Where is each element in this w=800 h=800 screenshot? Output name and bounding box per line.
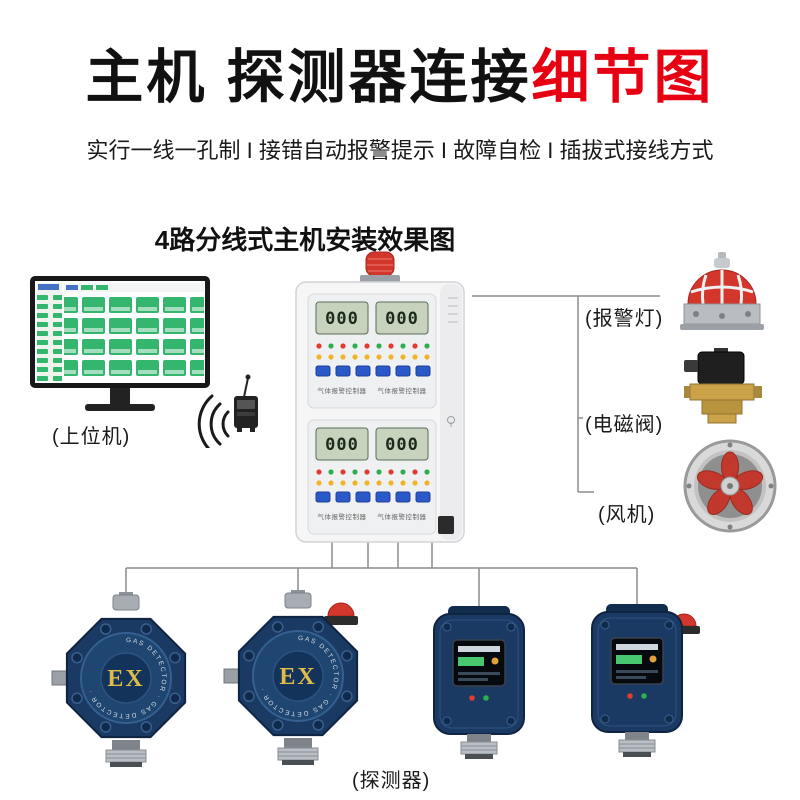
controller-panel-lower: 000 000 气体报警控制器 气体报警控制器 [307, 419, 437, 535]
power-switch [438, 516, 454, 534]
alarm-light-icon [680, 252, 764, 330]
mini-beacon-icon [324, 602, 358, 625]
section-title: 4路分线式主机安装效果图 [154, 225, 456, 255]
controller-panel-upper: 000 000 气体报警控制器 气体报警控制器 [307, 293, 437, 409]
lcd-display [315, 427, 369, 461]
lcd-display-value: 000 [325, 435, 359, 455]
lcd-display [375, 301, 429, 335]
wireless-signal-icon [197, 374, 258, 448]
gas-detector-ex-2: GAS DETECTOR · GAS DETECTOR · EX [223, 590, 359, 765]
alarm-light-label: (报警灯) [585, 308, 664, 330]
panel-caption: 气体报警控制器 [378, 386, 427, 395]
page-title: 主机 探测器连接细节图 [0, 30, 800, 114]
panel-caption: 气体报警控制器 [378, 512, 427, 521]
solenoid-valve-label: (电磁阀) [585, 414, 664, 436]
ex-marking: EX [279, 664, 316, 690]
fan-label: (风机) [598, 504, 656, 526]
controller-beacon-icon [360, 251, 400, 283]
fan-icon [683, 439, 777, 533]
subtitle: 实行一线一孔制 I 接错自动报警提示 I 故障自检 I 插拔式接线方式 [86, 138, 714, 163]
host-computer-monitor-icon [30, 276, 210, 411]
panel-caption: 气体报警控制器 [318, 386, 367, 395]
gas-alarm-controller: 000 000 气体报警控制器 气体报警控制器 000 000 气体报警控制器 … [295, 251, 465, 543]
solenoid-valve-icon [684, 348, 762, 424]
host-computer-label: (上位机) [52, 426, 131, 448]
lcd-display-value: 000 [385, 435, 419, 455]
lcd-display [375, 427, 429, 461]
lcd-display [315, 301, 369, 335]
gas-detector-display-1 [433, 606, 525, 759]
lcd-display-value: 000 [325, 309, 359, 329]
page-title-red: 细节图 [531, 45, 715, 110]
detector-label: (探测器) [352, 770, 431, 792]
page-title-black: 主机 探测器连接 [85, 45, 532, 110]
ex-marking: EX [107, 666, 144, 692]
gas-detector-ex-1: GAS DETECTOR · GAS DETECTOR · EX [51, 592, 187, 767]
gas-detector-display-2 [591, 604, 700, 757]
panel-caption: 气体报警控制器 [318, 512, 367, 521]
lcd-display-value: 000 [385, 309, 419, 329]
